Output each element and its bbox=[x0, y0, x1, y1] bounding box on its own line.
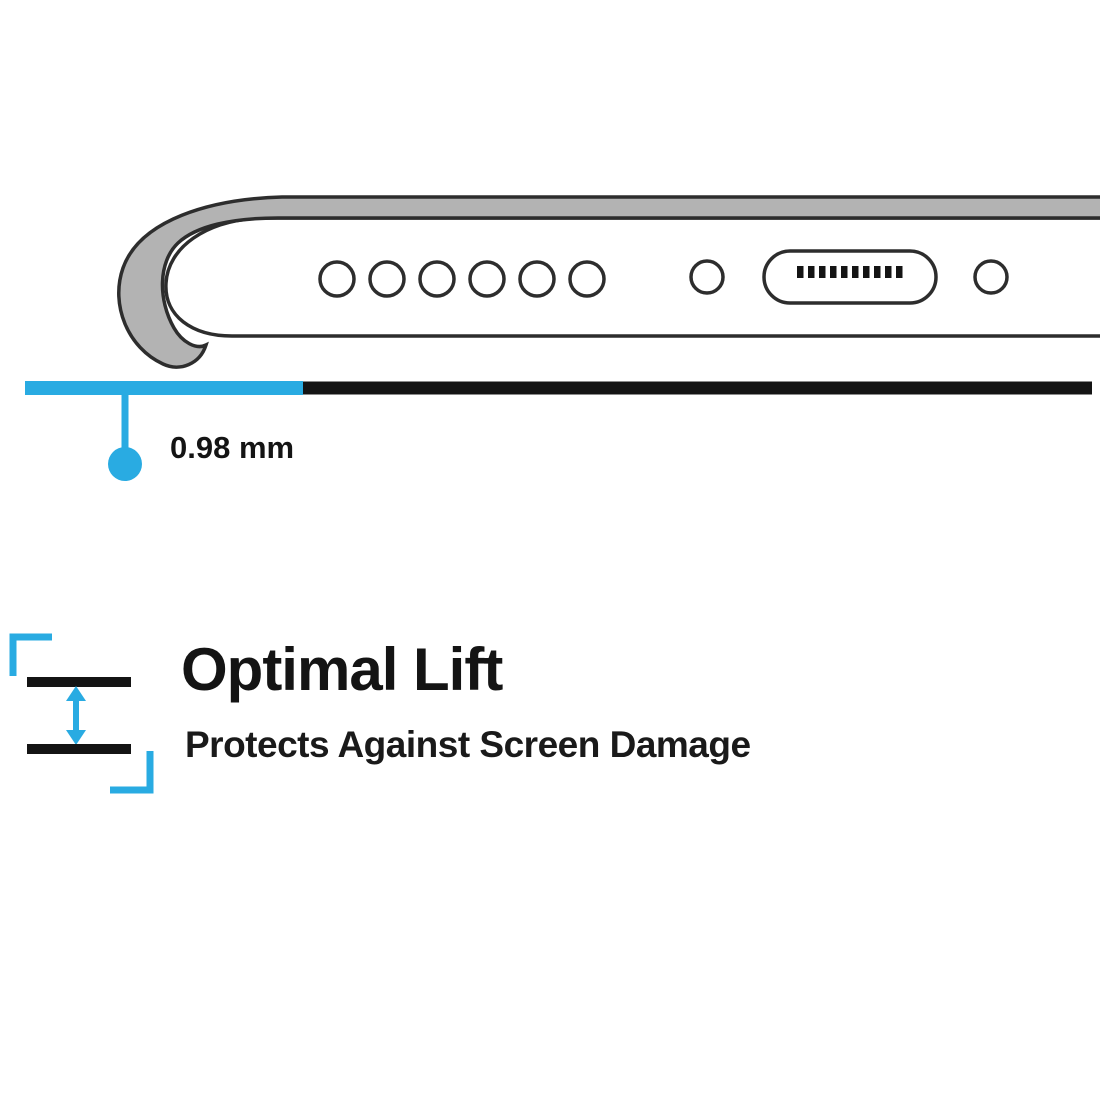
lift-measurement bbox=[25, 381, 1092, 481]
charging-port bbox=[762, 249, 938, 305]
screw-hole bbox=[973, 259, 1009, 295]
surface-level-line bbox=[303, 381, 1092, 395]
gap-arrow bbox=[66, 686, 86, 745]
case-lip bbox=[117, 195, 1100, 369]
speaker-hole bbox=[518, 260, 556, 298]
speaker-hole bbox=[468, 260, 506, 298]
speaker-hole bbox=[568, 260, 606, 298]
speaker-hole bbox=[368, 260, 406, 298]
phone-body bbox=[164, 216, 1100, 338]
case-lip-level-line bbox=[25, 381, 303, 395]
feature-subtitle: Protects Against Screen Damage bbox=[185, 724, 751, 765]
lift-measurement-label: 0.98 mm bbox=[170, 430, 295, 465]
speaker-hole-row bbox=[318, 260, 606, 298]
microphone-hole bbox=[689, 259, 725, 295]
feature-title: Optimal Lift bbox=[181, 636, 503, 703]
charging-port-outline bbox=[762, 249, 938, 305]
bracket-bottom-right bbox=[110, 751, 154, 794]
bracket-top-left bbox=[9, 633, 52, 676]
charging-port-pins bbox=[797, 266, 903, 278]
measurement-connector-line bbox=[121, 395, 129, 448]
lift-gap-arrow-icon bbox=[9, 633, 154, 794]
speaker-hole bbox=[418, 260, 456, 298]
speaker-hole bbox=[318, 260, 356, 298]
measurement-dot bbox=[108, 447, 142, 481]
case-edge-line bbox=[27, 744, 131, 754]
phone-case-illustration bbox=[25, 195, 1100, 481]
screen-edge-line bbox=[27, 677, 131, 687]
